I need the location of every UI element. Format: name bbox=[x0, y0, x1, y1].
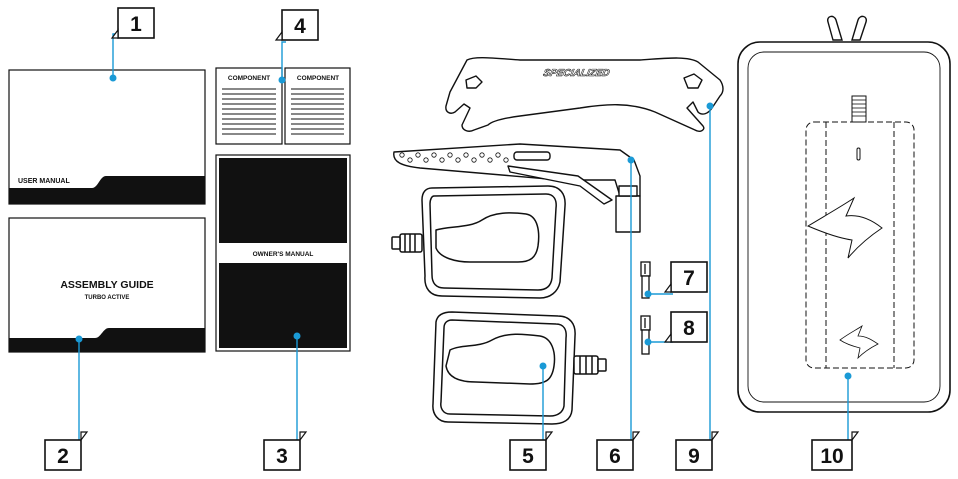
carry-case bbox=[737, 15, 951, 413]
svg-text:3: 3 bbox=[276, 445, 288, 468]
owners-manual-label: OWNER'S MANUAL bbox=[253, 251, 314, 258]
user-manual-booklet: USER MANUAL bbox=[8, 69, 206, 205]
component-sheets: COMPONENT COMPONENT bbox=[215, 67, 351, 145]
svg-text:6: 6 bbox=[609, 445, 621, 468]
specialized-s-logo-large bbox=[806, 196, 883, 259]
callout-3: 3 bbox=[263, 439, 301, 471]
pedal-lower bbox=[432, 311, 607, 425]
perforated-tool-arm bbox=[393, 143, 641, 233]
svg-text:2: 2 bbox=[57, 445, 69, 468]
user-manual-label: USER MANUAL bbox=[18, 178, 70, 185]
specialized-s-logo-small bbox=[839, 324, 879, 360]
assembly-guide-title: ASSEMBLY GUIDE bbox=[60, 279, 153, 291]
assembly-guide-subtitle: TURBO ACTIVE bbox=[85, 295, 130, 301]
svg-text:1: 1 bbox=[130, 13, 142, 36]
callout-6: 6 bbox=[596, 439, 634, 471]
callout-5: 5 bbox=[509, 439, 547, 471]
hex-bit-7 bbox=[640, 261, 651, 299]
svg-text:9: 9 bbox=[688, 445, 700, 468]
pedal-upper bbox=[391, 185, 566, 299]
callout-4: 4 bbox=[281, 9, 319, 41]
tool-perforation-holes bbox=[399, 152, 509, 163]
component-sheet-right-label: COMPONENT bbox=[297, 75, 339, 82]
callout-boxes: 1 2 3 4 5 6 7 8 bbox=[44, 7, 853, 471]
callout-7: 7 bbox=[670, 261, 708, 293]
leader-4 bbox=[278, 41, 286, 84]
specialized-wrench-tool: SPECIALIZED bbox=[445, 57, 724, 132]
owners-manual-booklet: OWNER'S MANUAL bbox=[215, 154, 351, 352]
callout-2: 2 bbox=[44, 439, 82, 471]
callout-8: 8 bbox=[670, 311, 708, 343]
svg-text:7: 7 bbox=[683, 267, 695, 290]
leader-lines bbox=[75, 33, 852, 440]
svg-text:4: 4 bbox=[294, 15, 306, 38]
callout-10: 10 bbox=[811, 439, 853, 471]
svg-text:8: 8 bbox=[683, 317, 695, 340]
component-sheet-left-label: COMPONENT bbox=[228, 75, 270, 82]
tool-brand-label: SPECIALIZED bbox=[542, 68, 611, 79]
callout-notches bbox=[80, 28, 860, 442]
callout-1: 1 bbox=[117, 7, 155, 39]
assembly-guide-booklet: ASSEMBLY GUIDE TURBO ACTIVE bbox=[8, 217, 206, 353]
svg-text:10: 10 bbox=[820, 445, 843, 468]
callout-9: 9 bbox=[675, 439, 713, 471]
svg-text:5: 5 bbox=[522, 445, 534, 468]
torx-bit-8 bbox=[640, 315, 651, 355]
